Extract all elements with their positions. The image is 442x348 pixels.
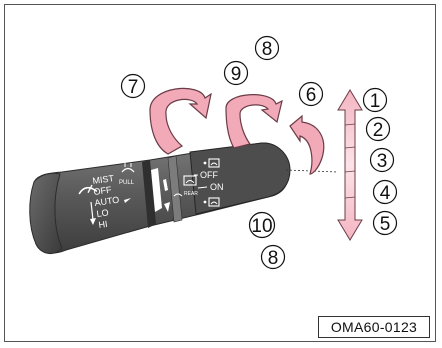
rear-label: REAR xyxy=(184,191,198,197)
lo-label: LO xyxy=(96,207,109,219)
callout-8-bottom: 8 xyxy=(262,246,285,270)
svg-text:8: 8 xyxy=(268,248,279,269)
callout-10: 10 xyxy=(250,213,275,238)
callout-4: 4 xyxy=(374,181,397,205)
rotation-arrow-front xyxy=(150,88,211,154)
svg-text:6: 6 xyxy=(306,85,317,106)
callout-3: 3 xyxy=(371,149,394,173)
pull-label: PULL xyxy=(119,180,135,186)
push-arrow xyxy=(290,116,324,174)
svg-text:5: 5 xyxy=(380,214,391,235)
callout-6: 6 xyxy=(300,83,323,107)
svg-text:2: 2 xyxy=(373,120,384,141)
svg-text:10: 10 xyxy=(251,216,272,237)
svg-text:1: 1 xyxy=(370,91,381,112)
callout-1: 1 xyxy=(364,89,387,113)
hi-label: HI xyxy=(98,219,108,230)
callout-7: 7 xyxy=(122,75,145,99)
svg-text:4: 4 xyxy=(380,183,391,204)
svg-text:8: 8 xyxy=(262,39,273,60)
wiper-stalk xyxy=(30,143,338,254)
callout-5: 5 xyxy=(374,212,397,236)
rear-off-label: OFF xyxy=(200,170,218,180)
svg-text:3: 3 xyxy=(377,151,388,172)
callout-8-top: 8 xyxy=(256,37,279,61)
svg-text:7: 7 xyxy=(128,77,139,98)
figure-code-label: OMA60-0123 xyxy=(318,316,430,338)
callout-2: 2 xyxy=(367,118,390,142)
rotation-arrow-rear xyxy=(226,95,282,148)
svg-text:9: 9 xyxy=(231,64,242,85)
rear-on-label: ON xyxy=(210,182,224,192)
callout-9: 9 xyxy=(225,62,248,86)
vertical-travel-arrow xyxy=(338,90,362,240)
